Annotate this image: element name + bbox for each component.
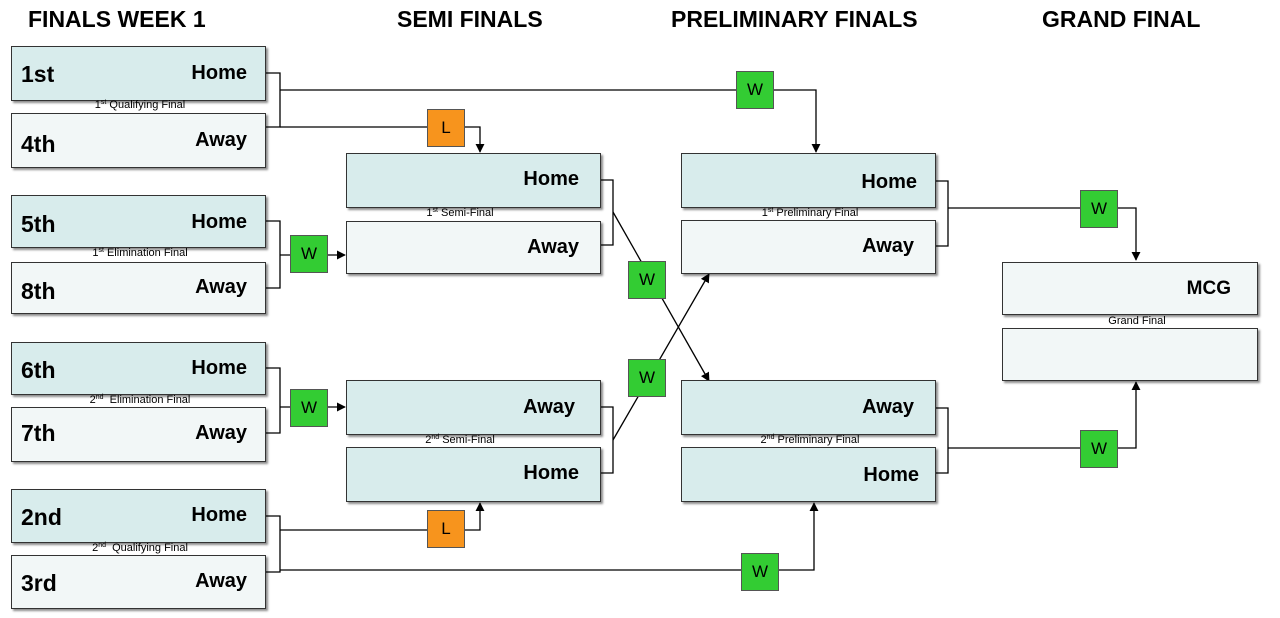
qf1-winner-badge: W	[736, 71, 774, 109]
qf1-away-label: Away	[195, 129, 247, 151]
pf2-bottom-label: Home	[863, 464, 919, 486]
pf1-bottom-label: Away	[862, 235, 914, 257]
sf2-winner-badge: W	[628, 359, 666, 397]
pf2-top-label: Away	[862, 396, 914, 418]
qf1-away-seed: 4th	[21, 131, 56, 157]
pf1-top-box: Home	[681, 153, 936, 208]
ef1-away-box: 8th Away	[11, 262, 266, 314]
grand-final-venue: MCG	[1186, 278, 1231, 299]
qf2-loser-badge: L	[427, 510, 465, 548]
qf1-winner-line	[280, 89, 821, 153]
ef1-winner-badge: W	[290, 235, 328, 273]
qf2-away-label: Away	[195, 570, 247, 592]
sf1-caption: 1st Semi-Final	[426, 207, 494, 219]
qf1-loser-line	[280, 126, 485, 153]
qf2-winner-badge: W	[741, 553, 779, 591]
pf1-winner-badge: W	[1080, 190, 1118, 228]
qf1-home-seed: 1st	[21, 61, 55, 87]
pf2-top-box: Away	[681, 380, 936, 435]
ef1-home-label: Home	[191, 211, 247, 233]
ef1-caption: 1st Elimination Final	[92, 247, 188, 259]
ef2-winner-badge: W	[290, 389, 328, 427]
sf2-top-label: Away	[523, 396, 575, 418]
header-finals-week-1: FINALS WEEK 1	[28, 6, 206, 32]
qf2-loser-line	[280, 502, 485, 531]
grand-final-caption: Grand Final	[1108, 315, 1166, 327]
header-preliminary-finals: PRELIMINARY FINALS	[671, 6, 918, 32]
pf2-caption: 2nd Preliminary Final	[760, 434, 860, 446]
grand-final-bottom-box	[1002, 328, 1258, 381]
grand-final-top-box: MCG	[1002, 262, 1258, 315]
qf1-home-label: Home	[191, 62, 247, 84]
ef2-home-seed: 6th	[21, 357, 56, 383]
header-semi-finals: SEMI FINALS	[397, 6, 543, 32]
sf2-bottom-box: Home	[346, 447, 601, 502]
ef1-away-label: Away	[195, 276, 247, 298]
pf1-caption: 1st Preliminary Final	[761, 207, 859, 219]
qf2-home-label: Home	[191, 504, 247, 526]
header-grand-final: GRAND FINAL	[1042, 6, 1201, 32]
ef2-home-label: Home	[191, 357, 247, 379]
pf1-winner-line	[948, 207, 1141, 261]
ef2-away-label: Away	[195, 422, 247, 444]
qf1-home-box: 1st Home	[11, 46, 266, 101]
sf1-bottom-label: Away	[527, 236, 579, 258]
qf2-away-seed: 3rd	[21, 570, 57, 596]
qf1-loser-badge: L	[427, 109, 465, 147]
qf1-caption: 1st Qualifying Final	[94, 99, 186, 111]
ef2-away-box: 7th Away	[11, 407, 266, 462]
pf2-bottom-box: Home	[681, 447, 936, 502]
ef2-away-seed: 7th	[21, 420, 56, 446]
sf1-bottom-box: Away	[346, 221, 601, 274]
qf2-home-seed: 2nd	[21, 504, 62, 530]
sf1-winner-badge: W	[628, 261, 666, 299]
pf2-winner-badge: W	[1080, 430, 1118, 468]
ef1-home-seed: 5th	[21, 211, 56, 237]
ef1-away-seed: 8th	[21, 278, 56, 304]
ef1-home-box: 5th Home	[11, 195, 266, 248]
sf1-top-label: Home	[523, 168, 579, 190]
sf2-caption: 2nd Semi-Final	[425, 434, 495, 446]
qf2-caption: 2nd Qualifying Final	[92, 542, 188, 554]
pf1-top-label: Home	[861, 171, 917, 193]
ef2-caption: 2nd Elimination Final	[89, 394, 191, 406]
qf2-away-box: 3rd Away	[11, 555, 266, 609]
sf2-top-box: Away	[346, 380, 601, 435]
qf2-winner-line	[280, 502, 819, 571]
sf1-top-box: Home	[346, 153, 601, 208]
sf2-winner-line	[612, 273, 710, 441]
qf1-away-box: 4th Away	[11, 113, 266, 168]
qf2-home-box: 2nd Home	[11, 489, 266, 543]
pf1-bottom-box: Away	[681, 220, 936, 274]
pf2-winner-line	[948, 381, 1141, 449]
sf2-bottom-label: Home	[523, 462, 579, 484]
ef2-home-box: 6th Home	[11, 342, 266, 395]
